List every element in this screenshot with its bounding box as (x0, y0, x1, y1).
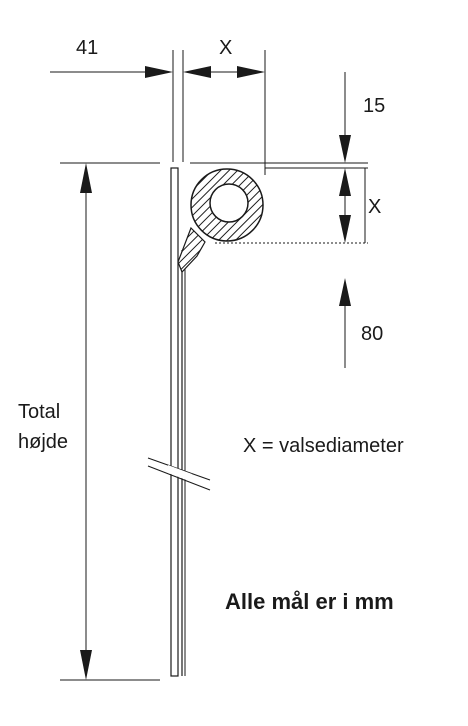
units-note: Alle mål er i mm (225, 589, 394, 614)
break-mark-lower (147, 465, 211, 491)
arrowhead-total-top (80, 163, 92, 193)
break-mark-upper (147, 457, 211, 481)
arrowhead-x-down (339, 215, 351, 243)
break-gap (168, 465, 192, 482)
height-label-line1: Total (18, 401, 61, 423)
height-label-line2: højde (18, 431, 69, 453)
dimension-label-roll-height: X (368, 196, 382, 218)
arrowhead-x-left (183, 66, 211, 78)
arrowhead-x-up (339, 168, 351, 196)
arrowhead-41 (145, 66, 173, 78)
dimension-label-15: 15 (363, 95, 386, 117)
dimension-label-41: 41 (76, 37, 99, 59)
arrowhead-80 (339, 278, 351, 306)
dimension-label-roll-width: X (219, 37, 233, 59)
legend-text: X = valsediameter (243, 435, 404, 457)
arrowhead-x-right (237, 66, 265, 78)
dimension-label-80: 80 (361, 323, 384, 345)
shutter-guide (170, 167, 179, 677)
arrowhead-15 (339, 135, 351, 163)
curtain-feed (177, 226, 206, 274)
arrowhead-total-bottom (80, 650, 92, 680)
roller-core (209, 183, 249, 223)
